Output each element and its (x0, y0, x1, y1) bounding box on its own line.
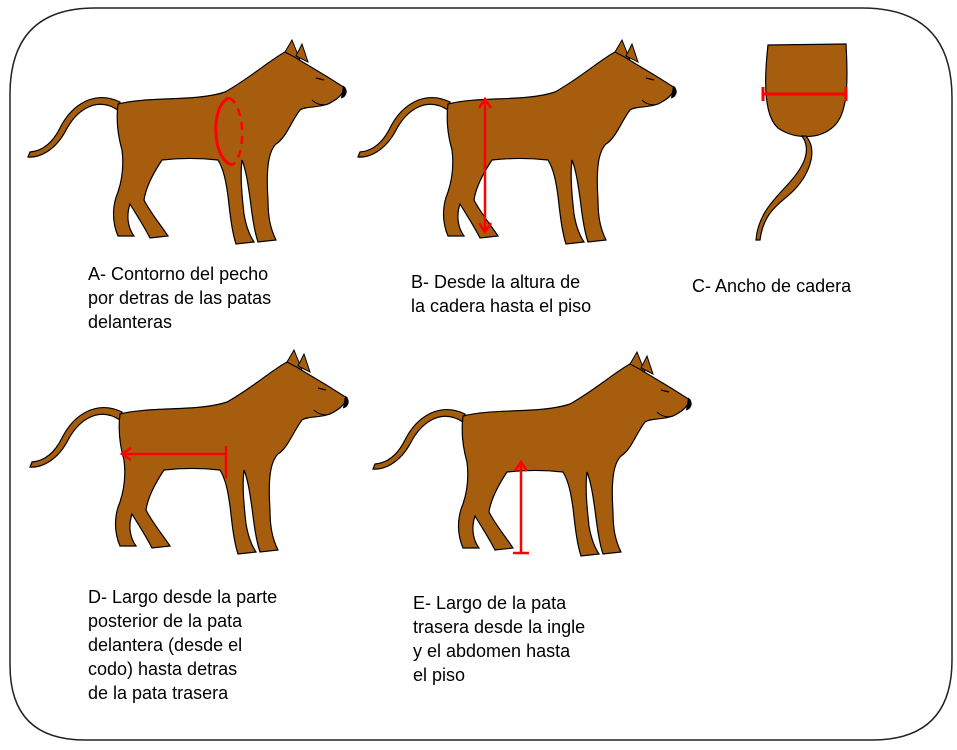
dog-rear-view-c (755, 43, 848, 241)
dog-figure-e (372, 351, 692, 557)
caption-c: C- Ancho de cadera (692, 276, 852, 296)
caption-a: A- Contorno del pecho por detras de las … (88, 264, 272, 332)
dog-figure-b (357, 39, 677, 245)
caption-e: E- Largo de la pata trasera desde la ing… (413, 593, 586, 685)
measure-hind-leg-length (513, 459, 529, 555)
dog-figure-d (29, 349, 349, 555)
diagram-frame (9, 7, 953, 741)
measure-body-length (119, 446, 228, 478)
measure-chest-girth (214, 96, 244, 167)
dog-figure-a (27, 39, 347, 245)
caption-b: B- Desde la altura de la cadera hasta el… (411, 272, 592, 316)
measure-hip-height (477, 96, 493, 235)
caption-d: D- Largo desde la parte posterior de la … (88, 587, 278, 703)
measure-hip-width (761, 87, 848, 101)
